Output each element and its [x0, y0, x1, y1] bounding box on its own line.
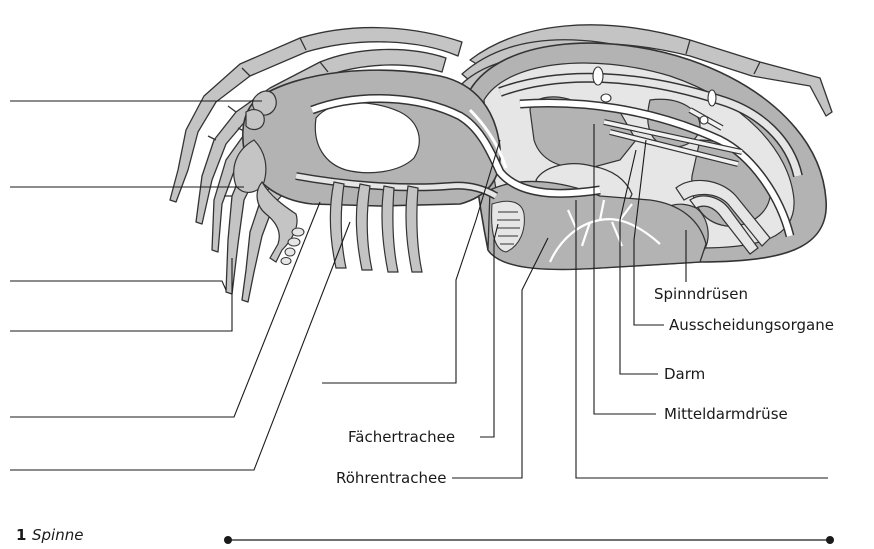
label-spinning-glands: Spinndrüsen	[654, 285, 748, 303]
label-book-lung: Fächertrachee	[348, 428, 455, 446]
label-tube-trachea: Röhrentrachee	[336, 469, 446, 487]
label-intestine: Darm	[664, 365, 705, 383]
figure-number: 1	[16, 526, 26, 544]
label-excretory-organs: Ausscheidungsorgane	[669, 316, 834, 334]
label-midgut-gland: Mitteldarmdrüse	[664, 405, 788, 423]
figure-caption: Spinne	[32, 526, 83, 544]
caption-rule	[224, 536, 834, 544]
